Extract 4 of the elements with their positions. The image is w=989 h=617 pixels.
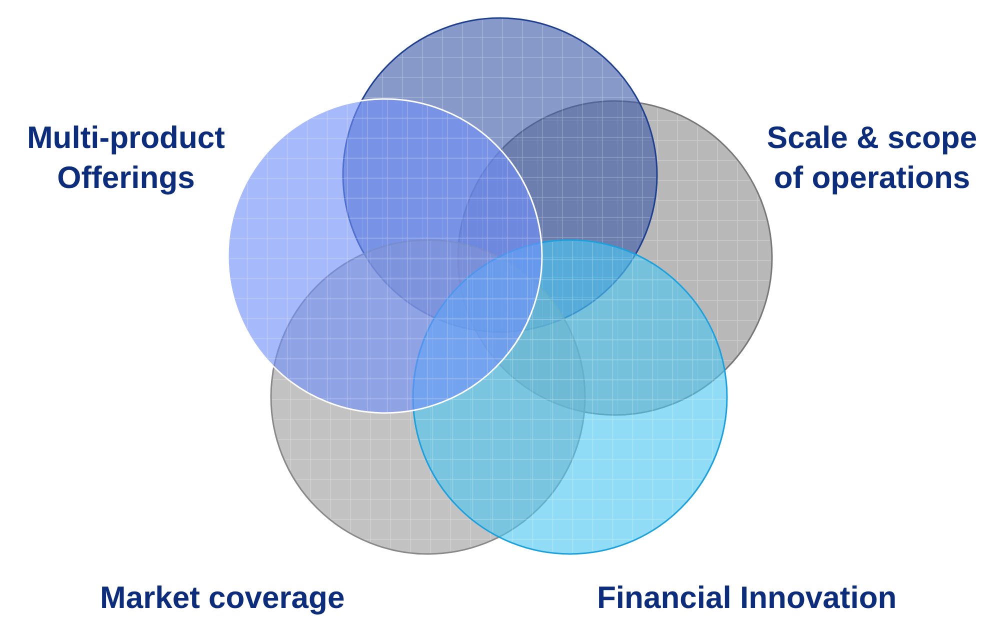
circle-label: Scale & scope of operations	[766, 119, 978, 197]
circle-label: Financial Innovation	[597, 579, 898, 617]
circle-label: Multi-product Offerings	[26, 119, 226, 197]
circle-label: Market coverage	[100, 579, 346, 617]
